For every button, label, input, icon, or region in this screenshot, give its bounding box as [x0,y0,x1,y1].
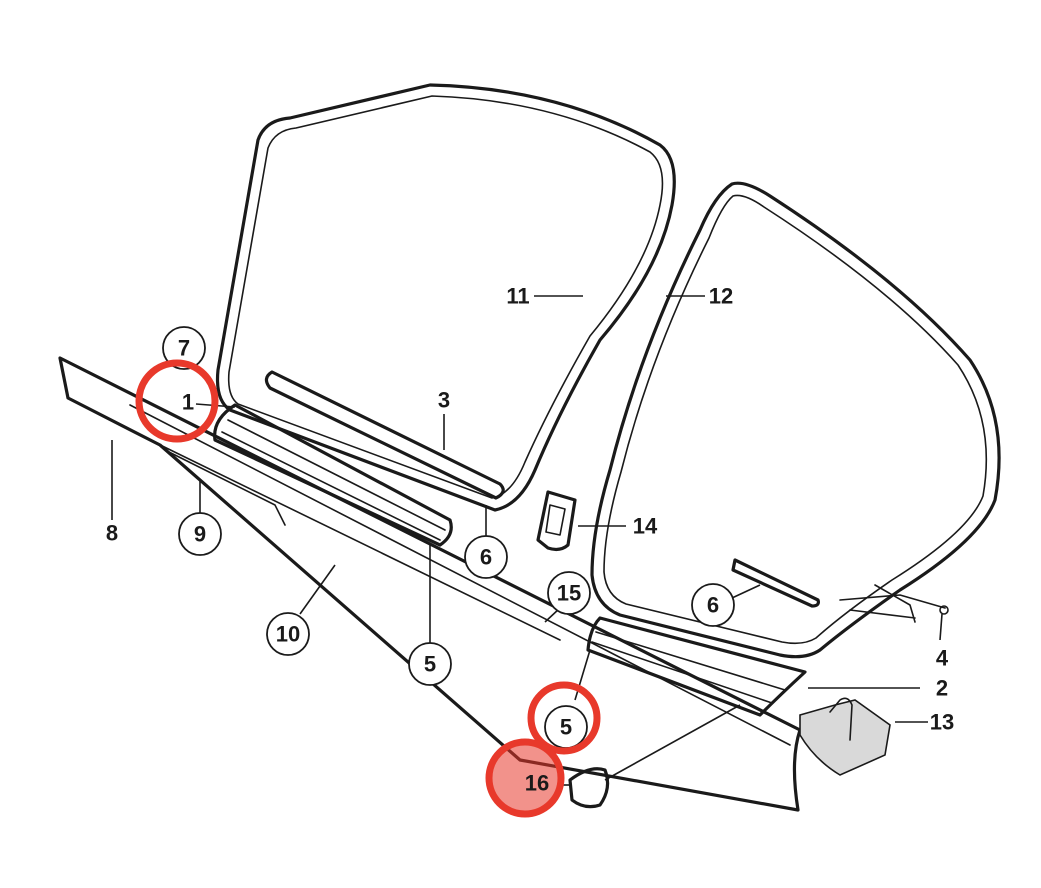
rear-door-seal-inner [603,194,988,645]
label-14: 16 [525,771,549,796]
cap-14 [568,767,610,809]
label-4: 4 [936,646,949,671]
highlight-annotations [135,359,601,818]
rear-entrance-strip-ribs [591,631,786,704]
label-1: 1 [182,390,194,415]
label-11: 13 [930,710,954,735]
bubble-6b [691,583,735,627]
label-5a: 5 [424,652,436,677]
rear-small-strip [731,558,820,608]
bracket-11 [799,699,891,776]
label-13: 12 [709,284,733,309]
front-entrance-strip-ribs [221,419,446,541]
bubble-6a [464,535,508,579]
front-door-seal [215,83,676,512]
leader-6b [731,584,761,599]
label-5b: 5 [560,715,572,740]
bubble-16 [547,571,591,615]
label-9: 7 [178,336,190,361]
highlight-ring-1 [135,359,219,443]
rear-door-seal [590,181,1001,659]
label-10: 10 [276,622,300,647]
leader-4 [939,613,943,641]
bubble-10 [266,612,310,656]
leader-10 [299,564,336,615]
front-entrance-strip [213,403,453,547]
front-sill-strip [264,370,505,500]
callout-bubbles [162,326,735,749]
bracket-11-tab [829,697,853,741]
bubble-9 [162,326,206,370]
rocker-panel [58,356,802,812]
rocker-panel-ridge [129,404,791,746]
bracket-4-end [939,605,949,615]
clip-15-inner [545,504,566,536]
bubble-7 [178,512,222,556]
label-15: 14 [633,514,658,539]
label-2: 2 [936,676,948,701]
leader-14b [604,704,741,781]
label-7: 9 [194,522,206,547]
callout-labels: 7 1 8 9 10 3 11 12 6 5 14 15 6 4 2 13 5 … [106,284,954,796]
highlight-ring-5 [527,681,601,755]
detail-7 [164,449,286,526]
label-8: 8 [106,521,118,546]
leader-lines [111,295,943,786]
label-16: 15 [557,581,581,606]
parts-drawing [58,83,1001,812]
rocker-panel-ridge-2 [149,439,561,641]
highlight-ring-14 [485,738,565,818]
rear-entrance-strip [586,616,807,717]
bubble-5a [408,642,452,686]
clip-15 [536,490,577,552]
bracket-4 [839,584,946,623]
label-12: 11 [506,284,529,309]
label-6b: 6 [707,593,719,618]
label-6a: 6 [480,545,492,570]
label-3: 3 [438,388,450,413]
